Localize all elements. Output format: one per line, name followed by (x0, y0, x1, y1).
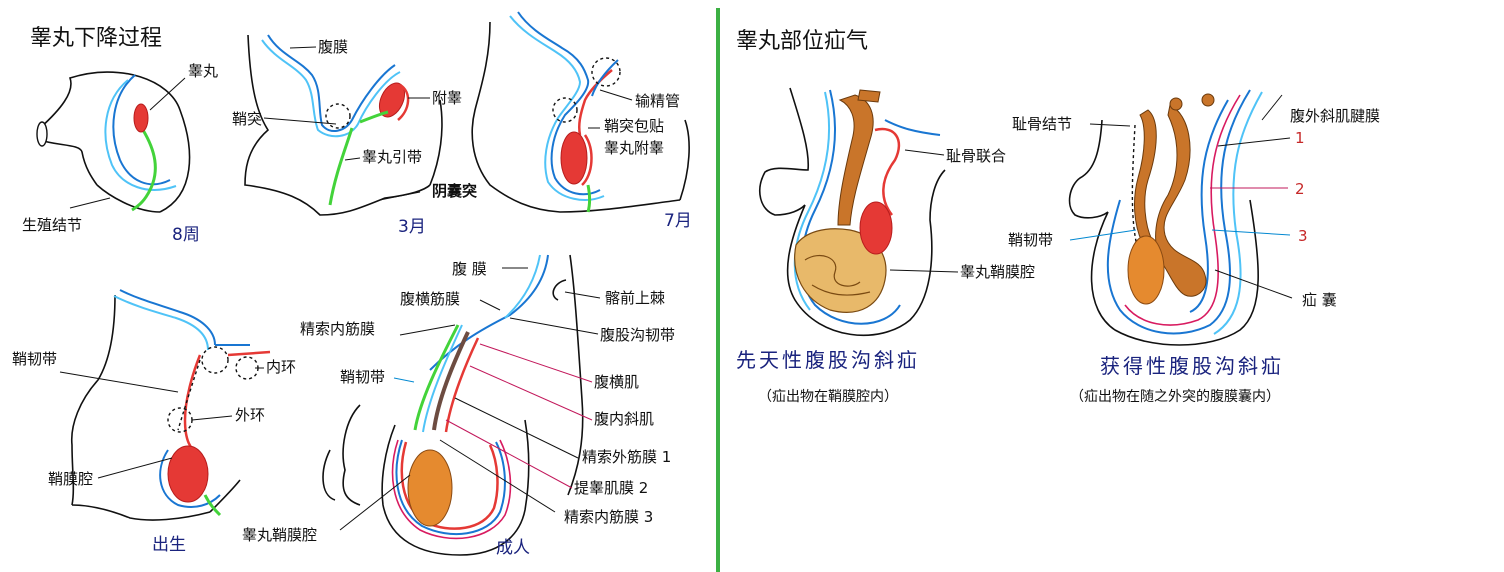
label-inguinal-ligament: 腹股沟韧带 (600, 326, 675, 344)
label-pubic-tubercle: 耻骨结节 (1012, 115, 1072, 133)
label-wrap-line2: 睾丸附睾 (604, 139, 664, 157)
fig-acquired-hernia: 腹外斜肌腱膜 耻骨结节 1 2 3 鞘韧带 疝 囊 获得性腹股沟斜疝 （疝出物在… (1008, 89, 1380, 405)
label-genital-tubercle: 生殖结节 (22, 216, 82, 234)
label-asis: 髂前上棘 (605, 289, 665, 307)
fig-adult: 腹 膜 髂前上棘 腹横筋膜 腹股沟韧带 精索内筋膜 鞘韧带 腹横肌 腹内斜肌 精… (242, 254, 675, 558)
fig-congenital-hernia: 耻骨联合 睾丸鞘膜腔 先天性腹股沟斜疝 （疝出物在鞘膜腔内） (736, 87, 1035, 405)
caption-congenital: 先天性腹股沟斜疝 (736, 348, 920, 372)
label-hernia-sac: 疝 囊 (1302, 291, 1337, 309)
left-title: 睾丸下降过程 (30, 26, 162, 51)
label-scrotal-swelling: 阴囊突 (432, 182, 477, 200)
label-vaginal-ligament-adult: 鞘韧带 (340, 368, 385, 386)
fig-3-months: 腹膜 附睾 鞘突 睾丸引带 阴囊突 3月 (232, 34, 477, 237)
subcaption-acquired: （疝出物在随之外突的腹膜囊内） (1070, 388, 1280, 405)
label-pubic-symphysis: 耻骨联合 (946, 147, 1006, 165)
label-gubernaculum: 睾丸引带 (362, 148, 422, 166)
label-testis: 睾丸 (188, 62, 218, 80)
right-title: 睾丸部位疝气 (736, 29, 868, 54)
stage-adult: 成人 (496, 538, 530, 558)
stage-8-weeks: 8周 (172, 225, 200, 245)
label-vas-deferens: 输精管 (635, 92, 680, 110)
label-inner-ring: 内环 (266, 358, 296, 376)
stage-birth: 出生 (152, 535, 186, 555)
label-internal-spermatic-fascia: 精索内筋膜 (300, 320, 375, 338)
label-vaginal-ligament-acquired: 鞘韧带 (1008, 231, 1053, 249)
label-transversalis-fascia: 腹横筋膜 (400, 290, 460, 308)
label-external-oblique-aponeurosis: 腹外斜肌腱膜 (1290, 107, 1380, 125)
label-peritoneum-adult: 腹 膜 (452, 260, 487, 278)
stage-7-months: 7月 (664, 211, 692, 231)
number-3: 3 (1298, 227, 1308, 245)
number-1: 1 (1295, 129, 1305, 147)
label-peritoneum-3m: 腹膜 (318, 38, 348, 56)
label-vaginal-cavity-birth: 鞘膜腔 (48, 470, 93, 488)
label-transversus-abdominis: 腹横肌 (594, 373, 639, 391)
label-vaginal-ligament-birth: 鞘韧带 (12, 350, 57, 368)
label-internal-oblique: 腹内斜肌 (594, 410, 654, 428)
label-wrap-line1: 鞘突包贴 (604, 117, 664, 135)
label-outer-ring: 外环 (235, 406, 265, 424)
label-cremaster-fascia: 提睾肌膜 2 (574, 479, 648, 497)
fig-8-weeks: 睾丸 生殖结节 8周 (22, 62, 218, 245)
label-vaginal-process: 鞘突 (232, 110, 262, 128)
subcaption-congenital: （疝出物在鞘膜腔内） (758, 389, 898, 405)
label-tunica-cavity-adult: 睾丸鞘膜腔 (242, 526, 317, 544)
label-internal-spermatic-fascia-3: 精索内筋膜 3 (564, 508, 653, 526)
label-external-spermatic-fascia: 精索外筋膜 1 (582, 448, 671, 466)
number-2: 2 (1295, 180, 1305, 198)
label-epididymis: 附睾 (432, 89, 462, 107)
fig-birth: 鞘韧带 内环 外环 鞘膜腔 出生 (12, 289, 296, 555)
caption-acquired: 获得性腹股沟斜疝 (1100, 354, 1284, 378)
label-tunica-cavity-congenital: 睾丸鞘膜腔 (960, 263, 1035, 281)
fig-7-months: 输精管 鞘突包贴 睾丸附睾 7月 (471, 11, 692, 231)
stage-3-months: 3月 (398, 217, 426, 237)
